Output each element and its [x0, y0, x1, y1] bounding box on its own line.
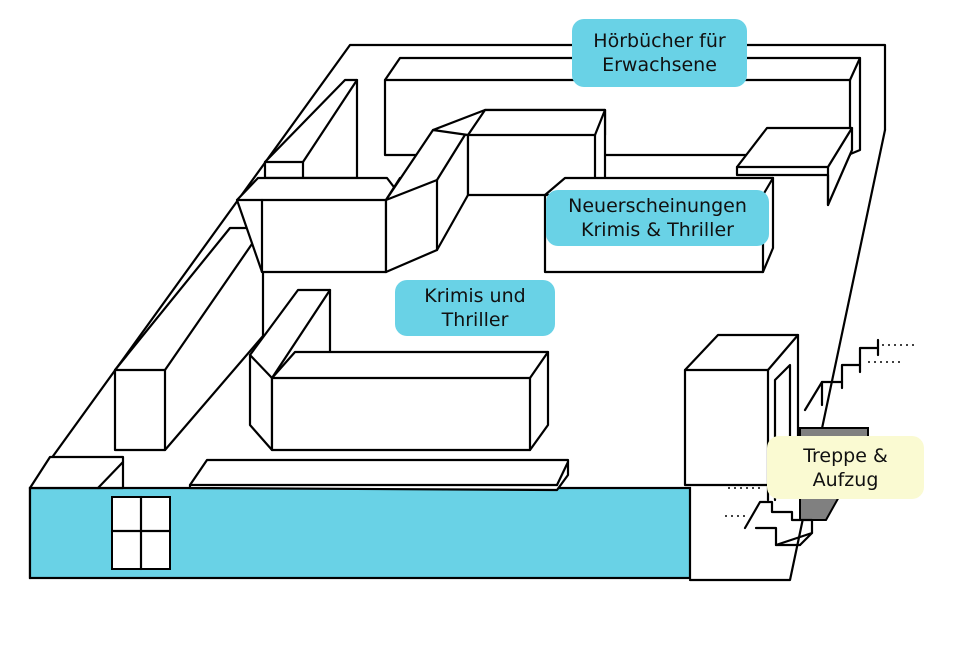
stairs-down [725, 487, 814, 547]
shelf-back-right [735, 126, 854, 207]
shelf-center-long [270, 350, 550, 452]
section-label-new-releases[interactable]: Neuerscheinungen Krimis & Thriller [546, 190, 769, 246]
shelf-front-low [188, 458, 570, 492]
section-label-stairs-elevator[interactable]: Treppe & Aufzug [767, 436, 924, 499]
section-label-crime-thriller[interactable]: Krimis und Thriller [395, 280, 555, 336]
entrance-wall [28, 486, 692, 580]
shelf-back-left [263, 78, 359, 180]
window-icon [110, 495, 172, 571]
shelf-center-back [466, 108, 607, 197]
shelf-corner-left [28, 455, 125, 490]
shelf-middle-left [235, 176, 402, 274]
section-label-audiobooks[interactable]: Hörbücher für Erwachsene [572, 19, 747, 87]
stairs-up [803, 338, 915, 412]
